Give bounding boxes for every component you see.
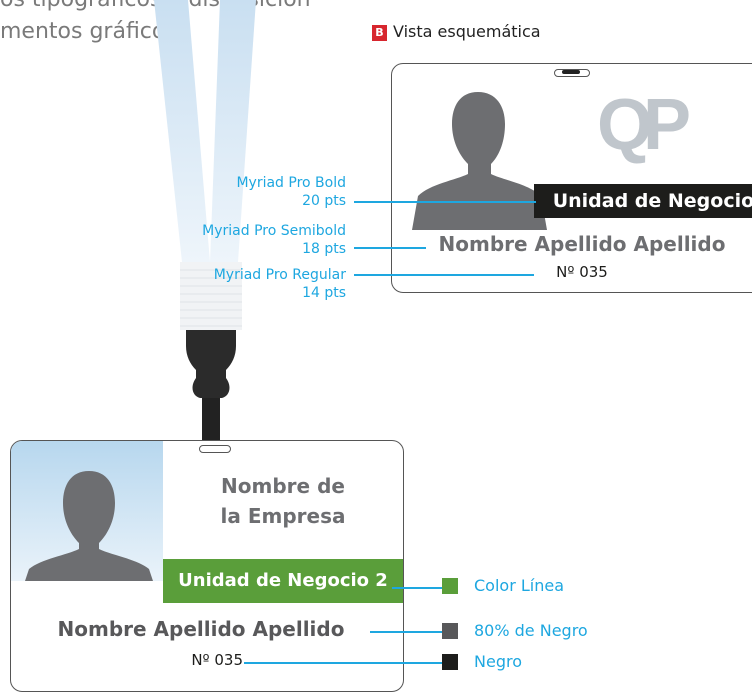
card-slot-fill [562, 70, 580, 74]
business-unit-bar: Unidad de Negocio 2 [163, 559, 403, 603]
font-annotation-bold: Myriad Pro Bold 20 pts [160, 174, 346, 210]
font-family-label: Myriad Pro Bold [236, 175, 346, 191]
person-silhouette-icon [25, 471, 153, 581]
company-name-line-2: la Empresa [220, 504, 346, 528]
font-size-label: 14 pts [302, 285, 346, 301]
leader-line-color-linea [392, 587, 442, 589]
business-unit-bar: Unidad de Negocio 2 [534, 184, 752, 218]
id-badge-card: Nombre de la Empresa Unidad de Negocio 2… [10, 440, 404, 692]
lanyard-strap-left [154, 0, 210, 262]
font-size-label: 18 pts [302, 241, 346, 257]
legend-label: Color Línea [474, 576, 565, 595]
schematic-badge-card: QP Unidad de Negocio 2 Nombre Apellido A… [391, 63, 752, 293]
lanyard-clip [186, 330, 236, 398]
font-size-label: 20 pts [302, 193, 346, 209]
color-swatch [442, 623, 458, 639]
lanyard-illustration [154, 0, 256, 448]
font-family-label: Myriad Pro Semibold [202, 223, 346, 239]
company-logo: QP [597, 85, 691, 165]
leader-line-semibold [354, 247, 426, 249]
color-swatch [442, 654, 458, 670]
company-name: Nombre de la Empresa [163, 471, 403, 531]
color-swatch [442, 578, 458, 594]
card-slot [554, 69, 590, 77]
lanyard-connector [202, 398, 220, 448]
font-annotation-regular: Myriad Pro Regular 14 pts [160, 266, 346, 302]
intro-line-2: mentos gráficos. [0, 19, 184, 44]
company-name-line-1: Nombre de [221, 474, 345, 498]
font-family-label: Myriad Pro Regular [213, 267, 346, 283]
leader-line-80-negro [370, 631, 442, 633]
person-silhouette-icon [412, 92, 547, 230]
legend-label: 80% de Negro [474, 621, 588, 640]
badge-number: Nº 035 [191, 651, 243, 669]
lanyard-sleeve [180, 262, 242, 330]
card-slot [199, 445, 231, 453]
leader-line-regular [354, 274, 534, 276]
section-tag: B [372, 25, 387, 41]
leader-line-negro [244, 662, 442, 664]
person-name: Nombre Apellido Apellido [438, 232, 726, 256]
leader-line-bold [354, 201, 536, 203]
section-title: Vista esquemática [393, 22, 541, 41]
section-label: B Vista esquemática [372, 22, 541, 41]
badge-number: Nº 035 [556, 263, 608, 281]
font-annotation-semibold: Myriad Pro Semibold 18 pts [160, 222, 346, 258]
lanyard-strap-right [210, 0, 256, 262]
person-name: Nombre Apellido Apellido [57, 617, 345, 641]
legend-label: Negro [474, 652, 522, 671]
